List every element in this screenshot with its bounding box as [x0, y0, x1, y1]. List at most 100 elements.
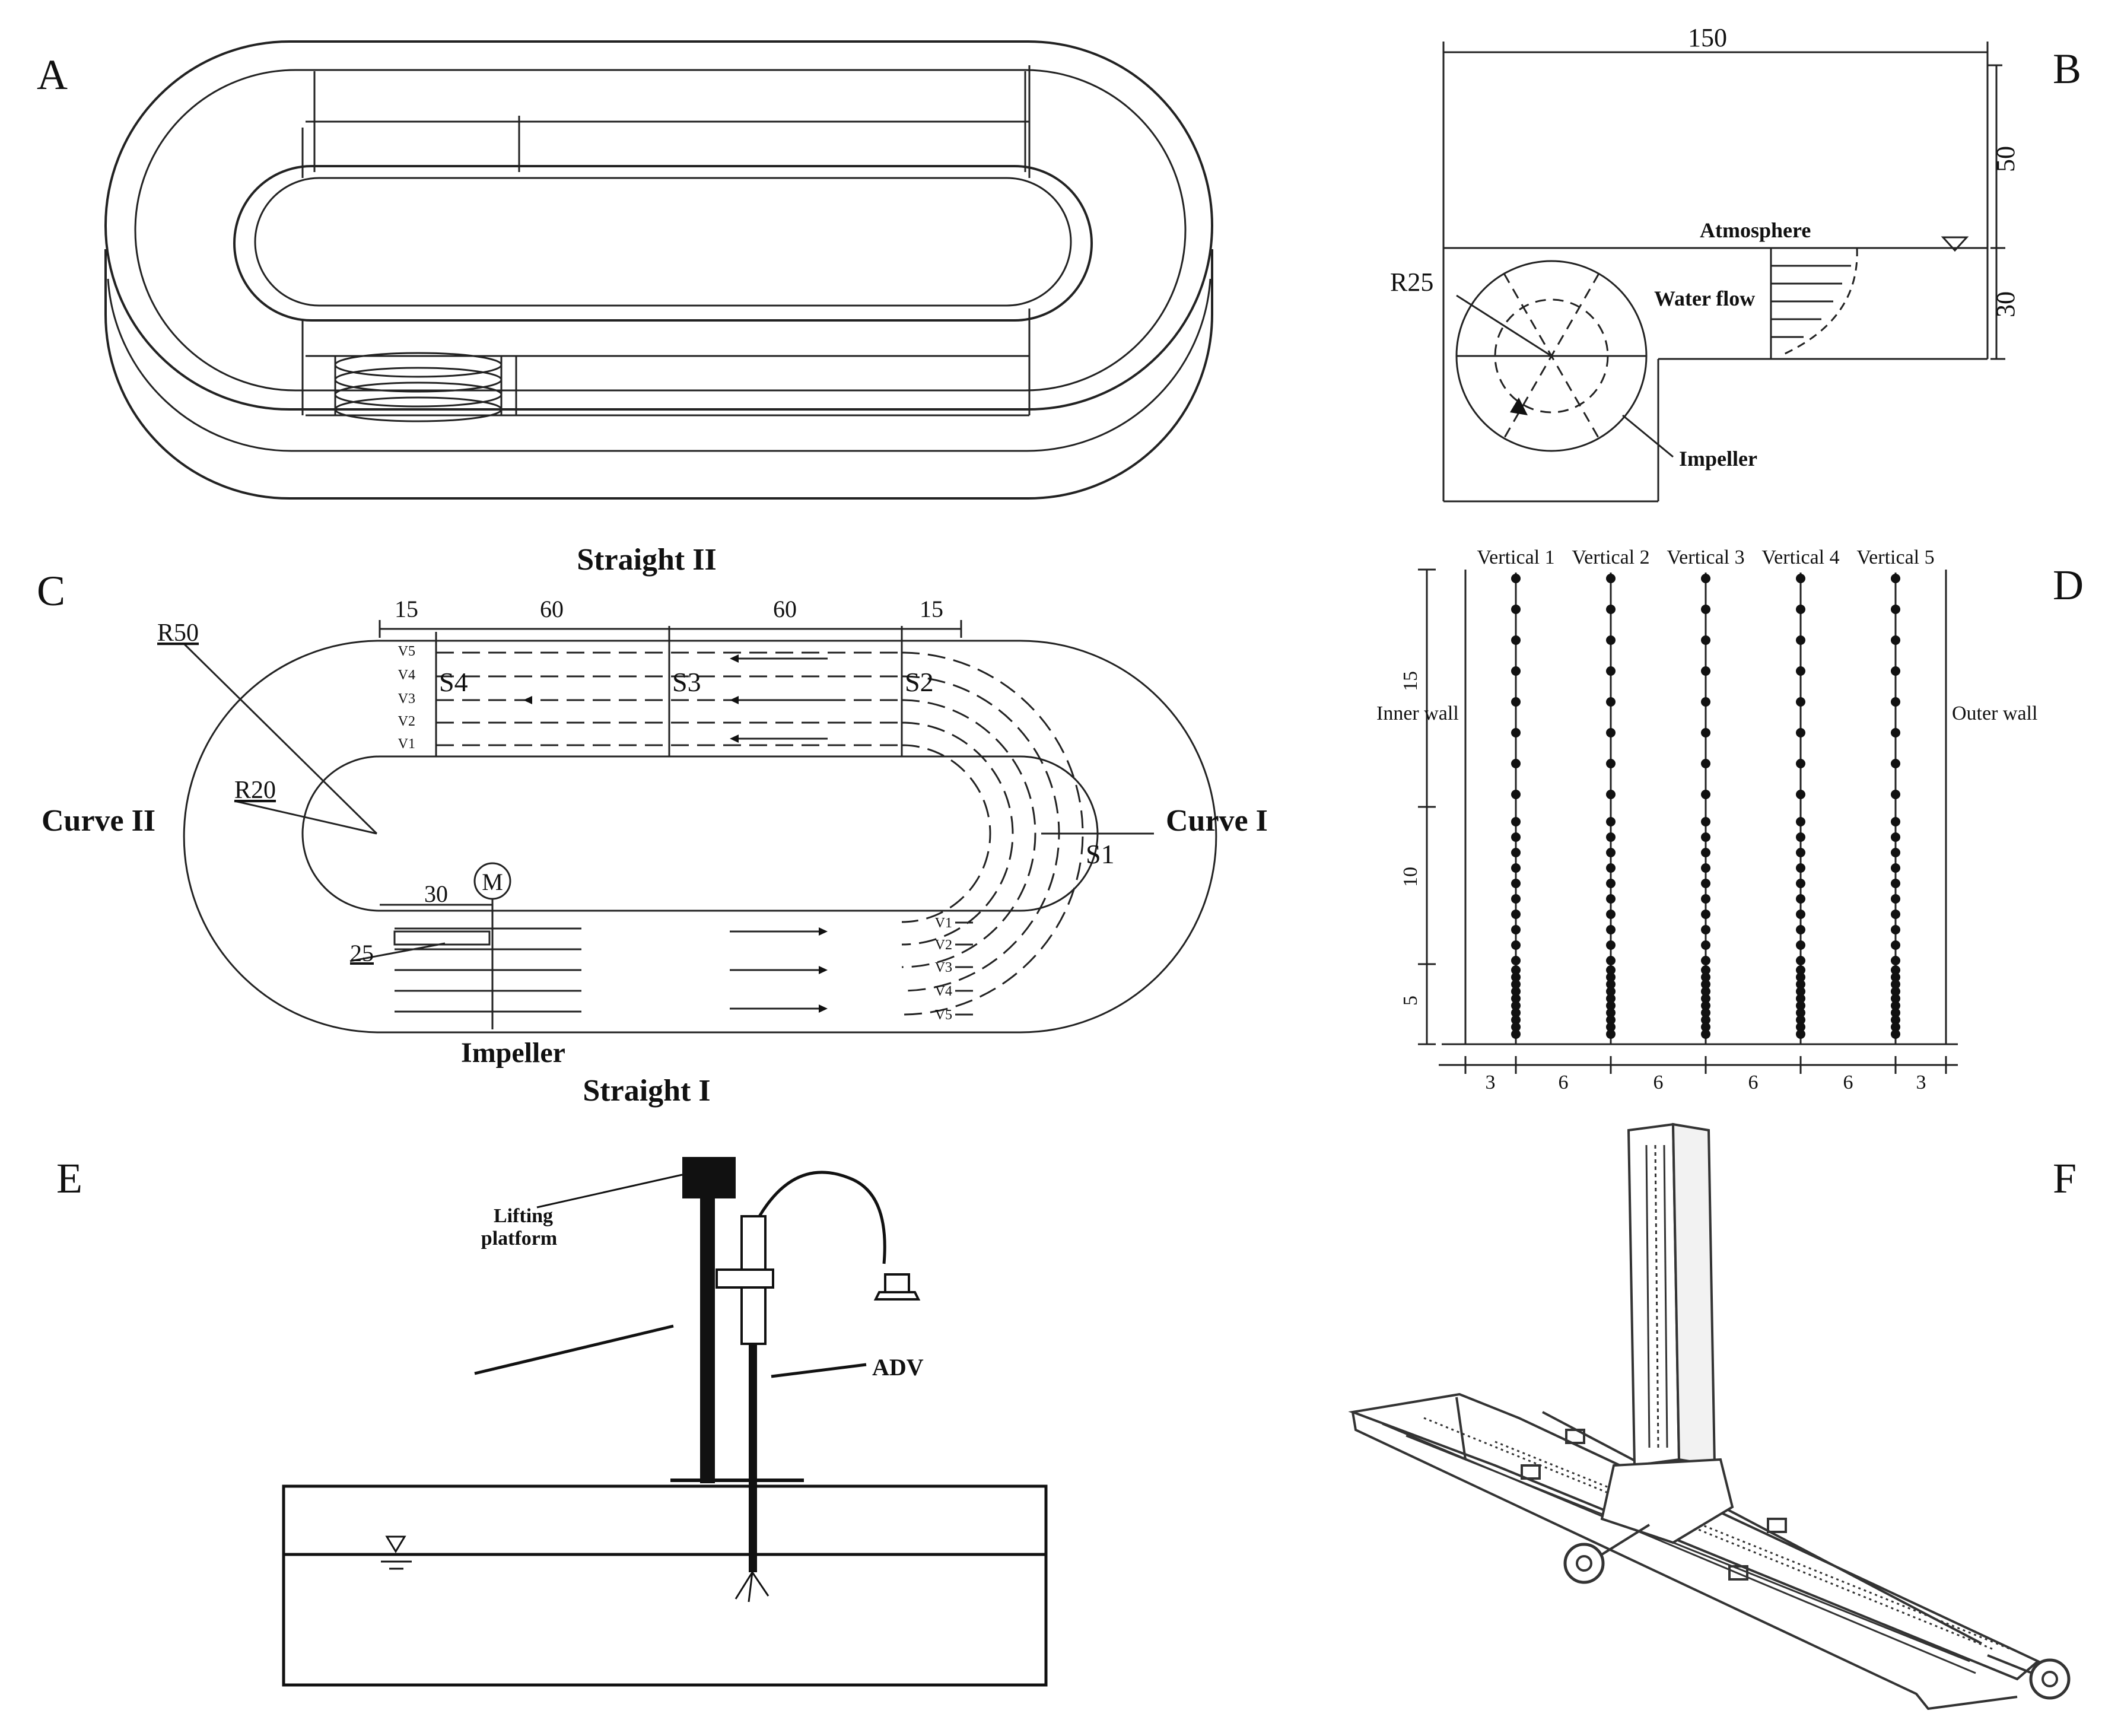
- panel-d-measure-point: [1511, 666, 1521, 676]
- panel-d-vertical-5-label: Vertical 5: [1856, 546, 1934, 568]
- panel-d-measure-point: [1701, 863, 1710, 873]
- panel-d-measure-point: [1606, 790, 1616, 799]
- panel-d-measure-point: [1511, 980, 1521, 989]
- panel-d-measure-point: [1891, 1022, 1900, 1032]
- panel-d-measure-point: [1796, 666, 1805, 676]
- panel-d-measure-point: [1606, 863, 1616, 873]
- panel-d-measure-point: [1701, 980, 1710, 989]
- panel-d-measure-point: [1511, 910, 1521, 919]
- panel-d-measure-point: [1891, 666, 1900, 676]
- panel-d-measure-point: [1796, 635, 1805, 645]
- panel-c-section-s3: S3: [672, 667, 701, 697]
- panel-c-v2-left: V2: [398, 714, 415, 729]
- panel-d-measure-point: [1701, 605, 1710, 614]
- panel-a-impeller-icon: [334, 352, 503, 422]
- panel-d-measure-point: [1701, 728, 1710, 737]
- panel-d-vertical-4-label: Vertical 4: [1761, 546, 1839, 568]
- panel-d-measure-point: [1891, 759, 1900, 768]
- panel-d-measure-point: [1796, 728, 1805, 737]
- panel-d-width-6-d: 6: [1843, 1072, 1853, 1093]
- panel-d-measure-point: [1796, 863, 1805, 873]
- panel-d-vertical-1-label: Vertical 1: [1477, 546, 1554, 568]
- panel-d-measure-point: [1891, 940, 1900, 950]
- panel-d-measure-point: [1511, 940, 1521, 950]
- panel-d-measure-point: [1796, 1008, 1805, 1018]
- panel-c-section-s2: S2: [905, 667, 934, 697]
- panel-d-measure-point: [1511, 925, 1521, 934]
- panel-d-measure-point: [1606, 972, 1616, 982]
- panel-c-plan-view: M Straight II Straight I Curve I Curve I…: [42, 543, 1268, 1108]
- panel-d-measure-point: [1701, 894, 1710, 904]
- panel-d-measure-point: [1701, 940, 1710, 950]
- panel-b-rotation-arrow-icon: [1510, 398, 1528, 415]
- panel-d-measure-point: [1511, 605, 1521, 614]
- panel-d-measure-point: [1891, 894, 1900, 904]
- panel-d-measure-point: [1796, 987, 1805, 996]
- panel-d-outer-wall-label: Outer wall: [1952, 702, 2037, 724]
- panel-b-impeller-label: Impeller: [1679, 447, 1757, 470]
- panel-d-measure-point: [1701, 832, 1710, 842]
- panel-e-lifting-label-2: platform: [481, 1228, 557, 1249]
- panel-d-measure-point: [1891, 817, 1900, 826]
- panel-d-measure-point: [1701, 956, 1710, 965]
- panel-d-vertical-lines: [1511, 573, 1900, 1044]
- panel-c-dim-60-right: 60: [773, 596, 797, 622]
- panel-b-cross-section: 150 50 30 R25 Atmosphere Water flow Impe…: [1390, 23, 2020, 503]
- panel-c-dim-15-left: 15: [395, 596, 418, 622]
- panel-d-measure-point: [1796, 574, 1805, 583]
- panel-c-v1-left: V1: [398, 736, 415, 752]
- panel-d-measure-point: [1701, 666, 1710, 676]
- panel-d-measure-point: [1701, 1029, 1710, 1039]
- panel-f-measuring-carriage: [1348, 1123, 2071, 1710]
- panel-d-measure-point: [1606, 666, 1616, 676]
- panel-d-measure-point: [1606, 605, 1616, 614]
- panel-d-height-10: 10: [1400, 867, 1422, 887]
- panel-d-measure-point: [1606, 1022, 1616, 1032]
- panel-d-measure-point: [1891, 863, 1900, 873]
- panel-e-adv-setup: Lifting platform ADV: [282, 1157, 1048, 1687]
- panel-d-measure-point: [1606, 965, 1616, 975]
- panel-d-measure-point: [1796, 1029, 1805, 1039]
- panel-label-a: A: [37, 51, 68, 98]
- panel-e-lifting-platform-block: [682, 1157, 736, 1198]
- panel-d-measure-point: [1796, 925, 1805, 934]
- panel-d-measure-point: [1511, 956, 1521, 965]
- panel-d-measure-point: [1796, 1015, 1805, 1025]
- panel-label-e: E: [56, 1155, 82, 1202]
- panel-d-measure-point: [1796, 790, 1805, 799]
- panel-d-measure-point: [1891, 925, 1900, 934]
- panel-d-measure-point: [1606, 894, 1616, 904]
- panel-d-measure-point: [1511, 848, 1521, 857]
- panel-d-measure-point: [1701, 965, 1710, 975]
- panel-c-v2-right: V2: [935, 937, 952, 953]
- panel-d-measure-point: [1606, 910, 1616, 919]
- panel-d-measure-point: [1796, 956, 1805, 965]
- panel-c-v1-right: V1: [935, 915, 952, 931]
- panel-d-measure-point: [1796, 1001, 1805, 1010]
- panel-d-measure-point: [1511, 972, 1521, 982]
- panel-d-measure-point: [1701, 817, 1710, 826]
- panel-d-measure-point: [1701, 925, 1710, 934]
- panel-d-measure-point: [1796, 910, 1805, 919]
- panel-b-water-flow-label: Water flow: [1654, 287, 1755, 310]
- panel-d-measure-point: [1891, 605, 1900, 614]
- panel-d-measure-point: [1796, 832, 1805, 842]
- panel-d-measure-point: [1891, 1029, 1900, 1039]
- panel-d-measure-point: [1511, 1029, 1521, 1039]
- panel-d-measure-point: [1796, 894, 1805, 904]
- panel-label-f: F: [2053, 1155, 2077, 1202]
- panel-d-measure-point: [1606, 994, 1616, 1003]
- panel-d-measure-point: [1701, 910, 1710, 919]
- panel-d-measure-point: [1891, 1015, 1900, 1025]
- panel-d-measure-point: [1511, 965, 1521, 975]
- panel-c-dim-25: 25: [350, 940, 374, 966]
- panel-d-measure-point: [1701, 574, 1710, 583]
- panel-b-height-water-label: 30: [1991, 291, 2020, 317]
- panel-d-measure-point: [1701, 1022, 1710, 1032]
- panel-c-impeller-label: Impeller: [461, 1037, 565, 1069]
- panel-d-measure-point: [1606, 832, 1616, 842]
- panel-d-measure-point: [1511, 863, 1521, 873]
- panel-d-measure-point: [1606, 574, 1616, 583]
- panel-d-measure-point: [1511, 790, 1521, 799]
- panel-d-measure-point: [1891, 832, 1900, 842]
